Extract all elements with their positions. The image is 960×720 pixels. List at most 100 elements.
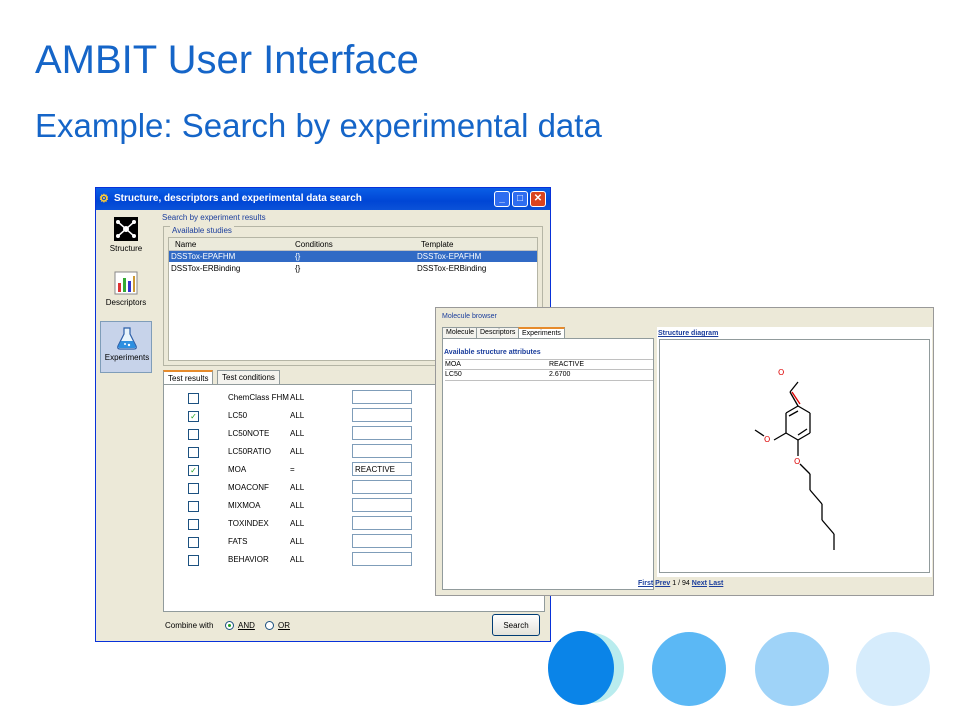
criterion-value-field[interactable]	[352, 552, 412, 566]
criterion-value-field[interactable]	[352, 534, 412, 548]
criterion-name: MOA	[228, 465, 247, 474]
criterion-value-field[interactable]	[352, 516, 412, 530]
studies-header: Name Conditions Template	[169, 238, 537, 251]
slide-subtitle: Example: Search by experimental data	[35, 107, 602, 144]
pager-prev[interactable]: Prev	[655, 580, 671, 587]
molecule-browser-title: Molecule browser	[442, 313, 497, 320]
app-icon: ⚙	[99, 193, 109, 205]
attribute-value: REACTIVE	[549, 361, 585, 368]
criterion-checkbox[interactable]	[188, 447, 199, 458]
criterion-checkbox[interactable]: ✓	[188, 465, 199, 476]
criterion-value-field[interactable]	[352, 498, 412, 512]
criterion-checkbox[interactable]	[188, 519, 199, 530]
close-button[interactable]: ✕	[530, 191, 546, 207]
or-label[interactable]: OR	[278, 621, 290, 630]
criterion-name: FATS	[228, 537, 248, 546]
pager-next[interactable]: Next	[691, 580, 707, 587]
nav-label-descriptors: Descriptors	[105, 298, 147, 307]
nav-item-structure[interactable]: Structure	[100, 213, 152, 265]
study-name: DSSTox-ERBinding	[171, 264, 241, 273]
criterion-condition[interactable]: ALL	[290, 501, 305, 510]
criterion-value-field[interactable]: REACTIVE	[352, 462, 412, 476]
table-row[interactable]: DSSTox-EPAFHM {} DSSTox-EPAFHM	[169, 251, 537, 262]
table-row: MIXMOA ALL	[164, 497, 544, 515]
available-studies-label: Available studies	[170, 226, 234, 235]
criterion-checkbox[interactable]	[188, 537, 199, 548]
and-radio[interactable]	[225, 621, 234, 630]
criterion-condition[interactable]: ALL	[290, 411, 305, 420]
criterion-condition[interactable]: ALL	[290, 519, 305, 528]
criterion-checkbox[interactable]: ✓	[188, 411, 199, 422]
nav-panel: Structure Descriptors Experiments	[98, 211, 154, 640]
search-group-label: Search by experiment results	[162, 213, 266, 222]
column-header-template[interactable]: Template	[421, 240, 454, 249]
criterion-value-field[interactable]	[352, 444, 412, 458]
column-header-conditions[interactable]: Conditions	[295, 240, 333, 249]
table-row: ✓ LC50 ALL	[164, 407, 544, 425]
study-conditions: {}	[295, 252, 301, 261]
criterion-value-field[interactable]	[352, 480, 412, 494]
attributes-label: Available structure attributes	[444, 349, 541, 356]
nav-label-structure: Structure	[109, 244, 143, 253]
pager-page: 1	[672, 580, 677, 587]
atom-label: O	[778, 368, 784, 377]
criterion-checkbox[interactable]	[188, 501, 199, 512]
or-radio[interactable]	[265, 621, 274, 630]
table-row: ChemClass FHM ALL	[164, 389, 544, 407]
attribute-key: MOA	[445, 361, 461, 368]
criterion-name: TOXINDEX	[228, 519, 269, 528]
criterion-checkbox[interactable]	[188, 555, 199, 566]
criterion-condition[interactable]: ALL	[290, 393, 305, 402]
table-row: ✓ MOA = REACTIVE	[164, 461, 544, 479]
criterion-condition[interactable]: =	[290, 465, 295, 474]
and-label[interactable]: AND	[238, 621, 255, 630]
tab-experiments[interactable]: Experiments	[518, 327, 565, 340]
window-titlebar[interactable]: ⚙ Structure, descriptors and experimenta…	[96, 188, 550, 210]
structure-panel: Structure diagram	[657, 327, 932, 577]
slide-title: AMBIT User Interface	[35, 38, 419, 82]
criterion-value-field[interactable]	[352, 426, 412, 440]
molecule-drawing: O O O	[754, 368, 835, 550]
table-row[interactable]: LC50 2.6700	[445, 370, 653, 381]
atom-label: O	[794, 457, 800, 466]
bar-chart-icon	[114, 271, 138, 295]
criterion-condition[interactable]: ALL	[290, 537, 305, 546]
criterion-name: MIXMOA	[228, 501, 261, 510]
nav-item-experiments[interactable]: Experiments	[100, 321, 152, 373]
criterion-condition[interactable]: ALL	[290, 555, 305, 564]
minimize-button[interactable]: _	[494, 191, 510, 207]
radio-dot	[228, 624, 231, 627]
column-header-name[interactable]: Name	[175, 240, 197, 249]
pager-last[interactable]: Last	[708, 580, 724, 587]
criterion-value-field[interactable]	[352, 390, 412, 404]
pager-first[interactable]: First	[638, 580, 654, 587]
criterion-name: LC50RATIO	[228, 447, 271, 456]
table-row: LC50RATIO ALL	[164, 443, 544, 461]
nav-item-descriptors[interactable]: Descriptors	[100, 267, 152, 319]
criterion-checkbox[interactable]	[188, 429, 199, 440]
criterion-checkbox[interactable]	[188, 483, 199, 494]
table-row: TOXINDEX ALL	[164, 515, 544, 533]
structure-diagram: O O O	[659, 339, 930, 573]
criterion-name: LC50NOTE	[228, 429, 270, 438]
criterion-value-field[interactable]	[352, 408, 412, 422]
pager: First Prev 1 / 94 Next Last	[638, 580, 723, 587]
criterion-condition[interactable]: ALL	[290, 429, 305, 438]
maximize-button[interactable]: □	[512, 191, 528, 207]
table-row: MOACONF ALL	[164, 479, 544, 497]
table-row[interactable]: MOA REACTIVE	[445, 359, 653, 370]
tab-test-conditions[interactable]: Test conditions	[217, 370, 280, 384]
decor-circle-1	[548, 631, 614, 705]
pager-sep: /	[678, 580, 681, 587]
criterion-checkbox[interactable]	[188, 393, 199, 404]
browser-tabs: Molecule Descriptors Experiments	[442, 327, 642, 340]
attribute-value: 2.6700	[549, 371, 571, 378]
criterion-condition[interactable]: ALL	[290, 483, 305, 492]
structure-diagram-label[interactable]: Structure diagram	[658, 330, 719, 337]
criterion-name: MOACONF	[228, 483, 269, 492]
search-button[interactable]: Search	[492, 614, 540, 636]
tab-test-results[interactable]: Test results	[163, 370, 214, 384]
table-row[interactable]: DSSTox-ERBinding {} DSSTox-ERBinding	[169, 263, 537, 274]
criterion-condition[interactable]: ALL	[290, 447, 305, 456]
pager-total: 94	[682, 580, 690, 587]
